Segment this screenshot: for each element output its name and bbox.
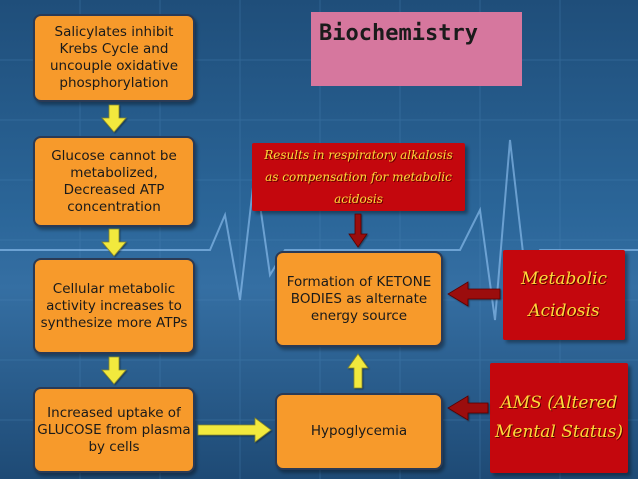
cellular-box: Cellular metabolic activity increases to… [33,258,195,354]
alkalosis-box: Results in respiratory alkalosis as comp… [252,143,465,211]
title-box: Biochemistry [311,12,522,86]
glucose-box: Glucose cannot be metabolized, Decreased… [33,136,195,227]
ketone-text: Formation of KETONE BODIES as alternate … [286,273,432,324]
cellular-text: Cellular metabolic activity increases to… [40,280,188,331]
hypoglycemia-text: Hypoglycemia [310,423,408,439]
uptake-text: Increased uptake of GLUCOSE from plasma … [37,404,191,455]
page-title: Biochemistry [319,21,478,46]
acidosis-text: Metabolic Acidosis [521,269,607,321]
salicylates-text: Salicylates inhibit Krebs Cycle and unco… [49,24,179,91]
glucose-text: Glucose cannot be metabolized, Decreased… [51,147,177,215]
acidosis-box: Metabolic Acidosis [503,250,625,340]
ams-box: AMS (Altered Mental Status) [490,363,628,473]
salicylates-box: Salicylates inhibit Krebs Cycle and unco… [33,14,195,102]
ams-text: AMS (Altered Mental Status) [495,393,623,442]
ketone-box: Formation of KETONE BODIES as alternate … [275,251,443,347]
hypoglycemia-box: Hypoglycemia [275,393,443,470]
ecg-line [0,139,638,321]
uptake-box: Increased uptake of GLUCOSE from plasma … [33,387,195,473]
alkalosis-text: Results in respiratory alkalosis as comp… [264,148,453,206]
